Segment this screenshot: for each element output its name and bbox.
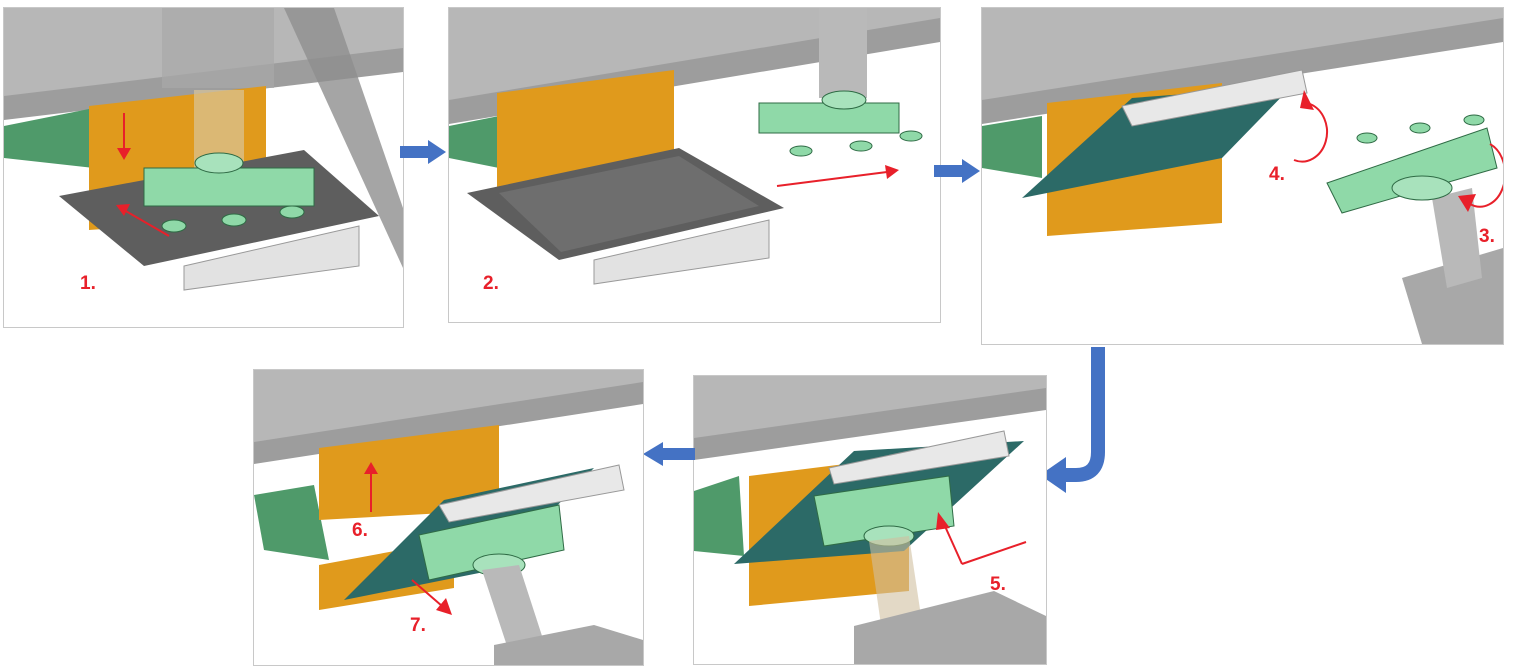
step-label-7: 7. (410, 615, 426, 636)
step-5-illustration (694, 376, 1046, 664)
step-2-panel: 2. (448, 7, 941, 323)
step-3-4-panel: 4. 3. (981, 7, 1504, 345)
step-6-7-illustration (254, 370, 643, 665)
step-6-7-panel: 6. 7. (253, 369, 644, 666)
step-label-5: 5. (990, 574, 1006, 595)
step-label-3: 3. (1479, 226, 1495, 247)
flow-arrow-5-6 (643, 442, 695, 466)
step-1-panel: 1. (3, 7, 404, 328)
step-3-4-illustration (982, 8, 1503, 344)
step-label-4: 4. (1269, 164, 1285, 185)
step-label-1: 1. (80, 273, 96, 294)
flow-arrow-3-5 (1040, 347, 1105, 493)
step-label-6: 6. (352, 520, 368, 541)
step-label-2: 2. (483, 273, 499, 294)
step-2-illustration (449, 8, 940, 285)
step-5-panel: 5. (693, 375, 1047, 665)
flow-arrow-1-2 (400, 140, 446, 164)
flow-arrow-2-3 (934, 159, 980, 183)
step-1-illustration (4, 8, 403, 291)
